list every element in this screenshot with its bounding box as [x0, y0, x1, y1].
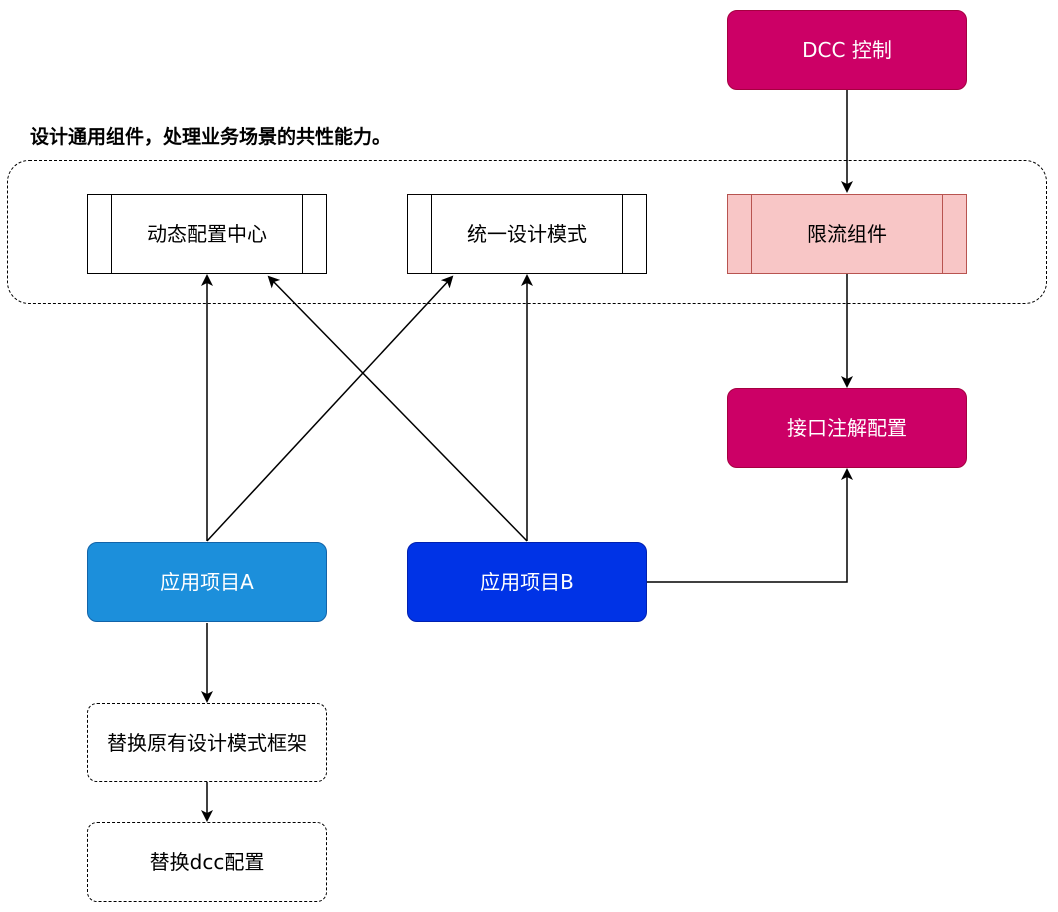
interface-annotation-config-node[interactable]: 接口注解配置	[727, 388, 967, 468]
app-project-a-node[interactable]: 应用项目A	[87, 542, 327, 622]
app-project-b-node[interactable]: 应用项目B	[407, 542, 647, 622]
app-project-a-label: 应用项目A	[160, 570, 254, 594]
replace-design-framework-node[interactable]: 替换原有设计模式框架	[87, 703, 327, 782]
edge-app-b-to-dynamic-config	[267, 275, 528, 542]
rate-limit-component-node[interactable]: 限流组件	[727, 194, 967, 274]
interface-annotation-config-label: 接口注解配置	[787, 416, 907, 440]
common-components-group	[7, 160, 1047, 304]
unified-design-pattern-label: 统一设计模式	[467, 222, 587, 246]
dynamic-config-center-label: 动态配置中心	[147, 222, 267, 246]
app-project-b-label: 应用项目B	[480, 570, 574, 594]
replace-dcc-config-label: 替换dcc配置	[149, 850, 265, 874]
dcc-control-label: DCC 控制	[802, 38, 892, 62]
replace-dcc-config-node[interactable]: 替换dcc配置	[87, 822, 327, 902]
group-label: 设计通用组件，处理业务场景的共性能力。	[30, 126, 392, 148]
rate-limit-component-label: 限流组件	[807, 222, 887, 246]
replace-design-framework-label: 替换原有设计模式框架	[107, 730, 307, 755]
edge-app-a-to-unified-design	[206, 275, 454, 542]
dcc-control-node[interactable]: DCC 控制	[727, 10, 967, 90]
unified-design-pattern-node[interactable]: 统一设计模式	[407, 194, 647, 274]
edge-app-b-to-annotation	[647, 468, 853, 583]
dynamic-config-center-node[interactable]: 动态配置中心	[87, 194, 327, 274]
